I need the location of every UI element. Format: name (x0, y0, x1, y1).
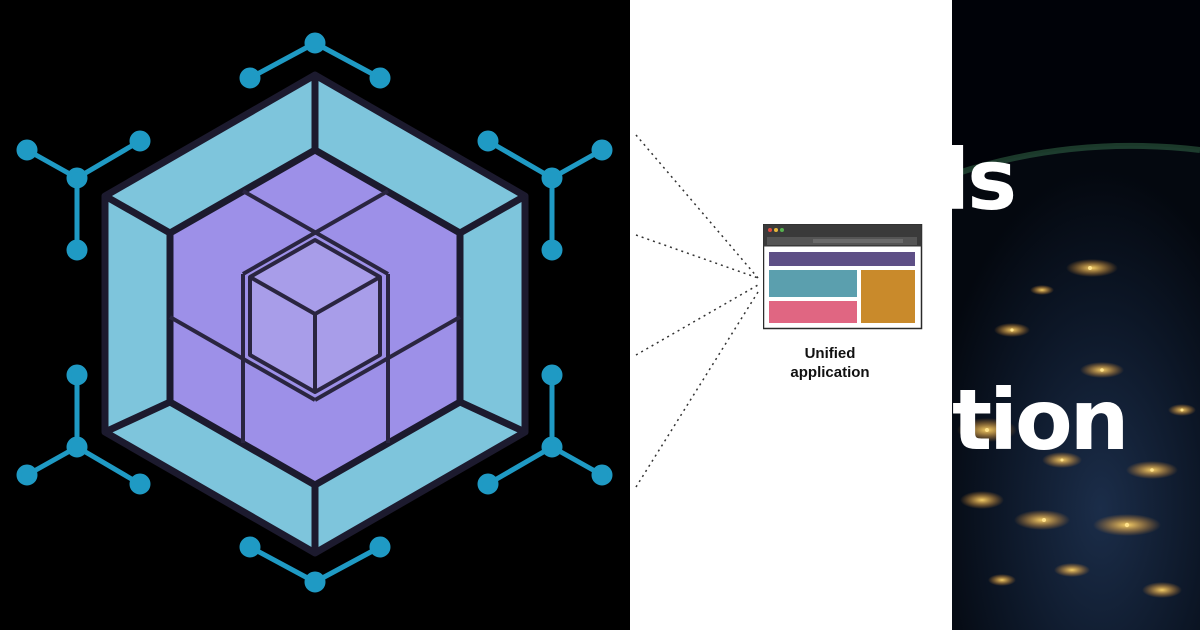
hexagon-cube-network-icon (16, 32, 613, 593)
unified-app-panel: Unified application (630, 0, 952, 630)
cropped-heading-line-2: tion (952, 371, 1129, 469)
connector-lines (635, 134, 759, 488)
network-connectors (16, 32, 613, 593)
earth-night-lights-icon (952, 0, 1200, 630)
cropped-heading-line-1: ds (952, 131, 1017, 229)
unified-application-label: Unified application (790, 345, 870, 381)
earth-night-panel: ds tion (952, 0, 1200, 630)
inner-cube-grid (169, 189, 461, 443)
browser-window-icon (763, 224, 923, 330)
logo-panel (16, 32, 613, 593)
